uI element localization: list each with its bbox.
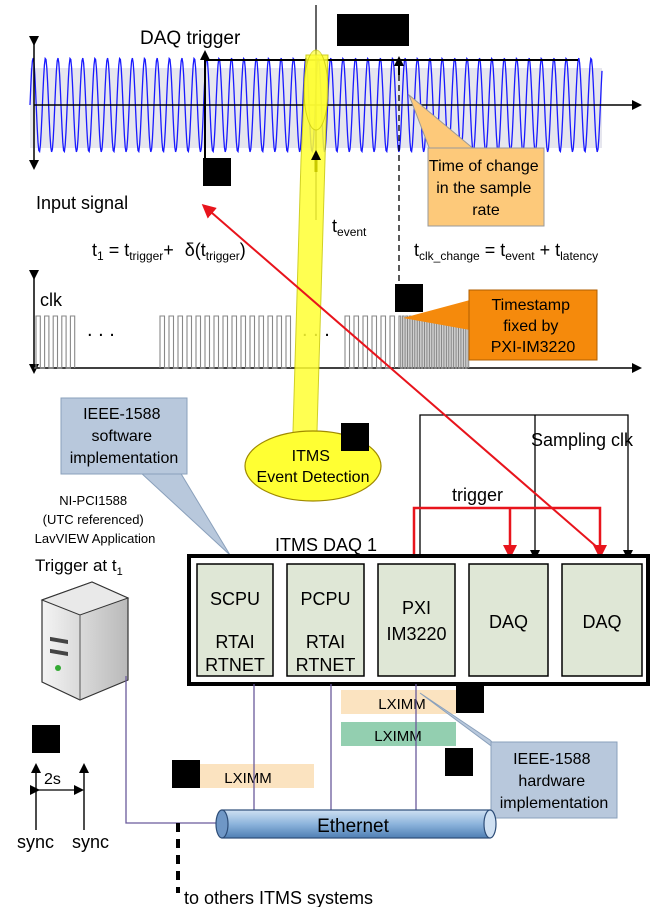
badge-1: 1 xyxy=(32,725,60,753)
lximm-orange-left: LXIMM xyxy=(200,764,314,788)
module-slot-5 xyxy=(561,563,643,677)
module-1-text-3: RTNET xyxy=(205,655,265,675)
itms-event-line2: Event Detection xyxy=(257,469,370,486)
clk-label: clk xyxy=(40,290,63,310)
event-detection-beam xyxy=(291,49,329,466)
ieee-hw-line3: implementation xyxy=(500,795,609,812)
itms-event-line1: ITMS xyxy=(292,448,330,465)
lximm-label-3: LXIMM xyxy=(224,770,272,787)
badge-3: 3 xyxy=(341,423,369,451)
svg-text:3: 3 xyxy=(351,430,359,447)
ethernet-bus: Ethernet xyxy=(215,809,497,839)
timestamp-line1: Timestamp xyxy=(492,297,571,314)
lximm-orange-top: LXIMM xyxy=(341,690,456,714)
svg-text:ITMS Event Detection: ITMS Event Detection xyxy=(257,448,370,486)
svg-text:4: 4 xyxy=(182,767,191,784)
module-slots: SCPU RTAI RTNET PCPU RTAI RTNET PXI IM3220 DAQ DA… xyxy=(196,563,643,677)
two-seconds-label: 2s xyxy=(44,771,61,788)
timestamp-line3: PXI-IM3220 xyxy=(491,339,576,356)
clk-dots-1: . . . xyxy=(87,319,115,341)
event-label-box: Event xyxy=(337,14,409,46)
module-1-text-2: RTAI xyxy=(215,632,254,652)
module-4-text-1: DAQ xyxy=(489,612,528,632)
ni-pci-line3: LavVIEW Application xyxy=(35,531,156,546)
clock-panel xyxy=(29,270,642,374)
timestamp-line2: fixed by xyxy=(503,318,558,335)
module-3-text-1: PXI xyxy=(402,598,431,618)
ni-pci-line2: (UTC referenced) xyxy=(43,512,144,527)
svg-text:Timestamp fixed by: Timestamp fixed by PXI-IM3220 xyxy=(491,297,576,356)
clk-pulse-train xyxy=(34,315,470,369)
module-slot-3 xyxy=(377,563,456,677)
badge-5-bottom: 5 xyxy=(456,685,484,713)
module-2-text-2: RTAI xyxy=(306,632,345,652)
sync-timing xyxy=(30,763,89,830)
svg-text:6: 6 xyxy=(455,755,463,772)
badge-5-top: 5 xyxy=(395,284,423,312)
module-slot-1 xyxy=(196,563,274,677)
ieee-hw-callout: IEEE-1588 hardware implementation xyxy=(419,692,618,819)
input-signal-label: Input signal xyxy=(36,193,128,213)
svg-text:1: 1 xyxy=(42,732,50,749)
svg-text:IEEE-1588 hardware: IEEE-1588 hardware implementation xyxy=(500,751,609,812)
ieee-sw-line2: software xyxy=(92,428,153,445)
module-slot-4 xyxy=(468,563,549,677)
trigger-at-label: Trigger at t1 xyxy=(35,556,123,578)
lximm-label-1: LXIMM xyxy=(378,696,426,713)
sampling-clk-lines xyxy=(419,414,633,560)
module-5-text-1: DAQ xyxy=(582,612,621,632)
svg-text:5: 5 xyxy=(405,291,413,308)
event-label: Event xyxy=(349,22,398,43)
ni-pci-line1: NI-PCI1588 xyxy=(59,493,127,508)
module-2-text-3: RTNET xyxy=(296,655,356,675)
sync-label-1: sync xyxy=(17,832,54,852)
svg-text:2: 2 xyxy=(213,165,221,182)
svg-text:5: 5 xyxy=(466,692,474,709)
time-of-change-callout: Time of change in the sample rate xyxy=(407,93,545,227)
svg-text:Time of change in the sa: Time of change in the sample rate xyxy=(429,158,543,219)
to-others-label: to others ITMS systems xyxy=(184,888,373,907)
ni-pci-text: NI-PCI1588 (UTC referenced) LavVIEW Appl… xyxy=(35,493,156,546)
svg-text:IEEE-1588 software: IEEE-1588 software implementation xyxy=(70,406,179,467)
lximm-label-2: LXIMM xyxy=(374,728,422,745)
ieee-hw-line2: hardware xyxy=(518,773,585,790)
ieee-sw-line1: IEEE-1588 xyxy=(83,406,160,423)
time-change-line2: in the sample xyxy=(436,180,531,197)
sampling-clk-label: Sampling clk xyxy=(531,430,634,450)
sync-label-2: sync xyxy=(72,832,109,852)
ieee-sw-line3: implementation xyxy=(70,450,179,467)
computer-icon xyxy=(40,581,130,701)
badge-2: 2 xyxy=(203,158,231,186)
module-2-text-1: PCPU xyxy=(300,589,350,609)
time-change-line3: rate xyxy=(472,202,500,219)
ethernet-label: Ethernet xyxy=(317,816,390,837)
module-1-text-1: SCPU xyxy=(210,589,260,609)
network-lines xyxy=(125,676,417,824)
badge-6: 6 xyxy=(445,748,473,776)
t-event-label: tevent xyxy=(332,216,367,239)
daq-trigger-label: DAQ trigger xyxy=(140,28,241,49)
t1-equation: t1 = ttrigger+ δ(ttrigger) xyxy=(92,240,246,263)
badge-4: 4 xyxy=(172,760,200,788)
t-clk-change-equation: tclk_change = tevent + tlatency xyxy=(414,240,598,263)
itms-daq-chassis: SCPU RTAI RTNET PCPU RTAI RTNET PXI IM3220 DAQ DA… xyxy=(187,554,650,686)
time-change-line1: Time of change xyxy=(429,158,539,175)
module-slot-2 xyxy=(286,563,365,677)
trigger-label: trigger xyxy=(452,485,503,505)
trigger-lines xyxy=(412,506,607,559)
lximm-green: LXIMM xyxy=(341,722,456,746)
ieee-hw-line1: IEEE-1588 xyxy=(513,751,590,768)
red-arrow-to-trigger xyxy=(201,204,599,549)
module-3-text-2: IM3220 xyxy=(386,624,446,644)
timestamp-callout: Timestamp fixed by PXI-IM3220 xyxy=(403,289,598,361)
itms-daq-label: ITMS DAQ 1 xyxy=(275,535,377,555)
ieee-sw-callout: IEEE-1588 software implementation xyxy=(60,397,231,556)
